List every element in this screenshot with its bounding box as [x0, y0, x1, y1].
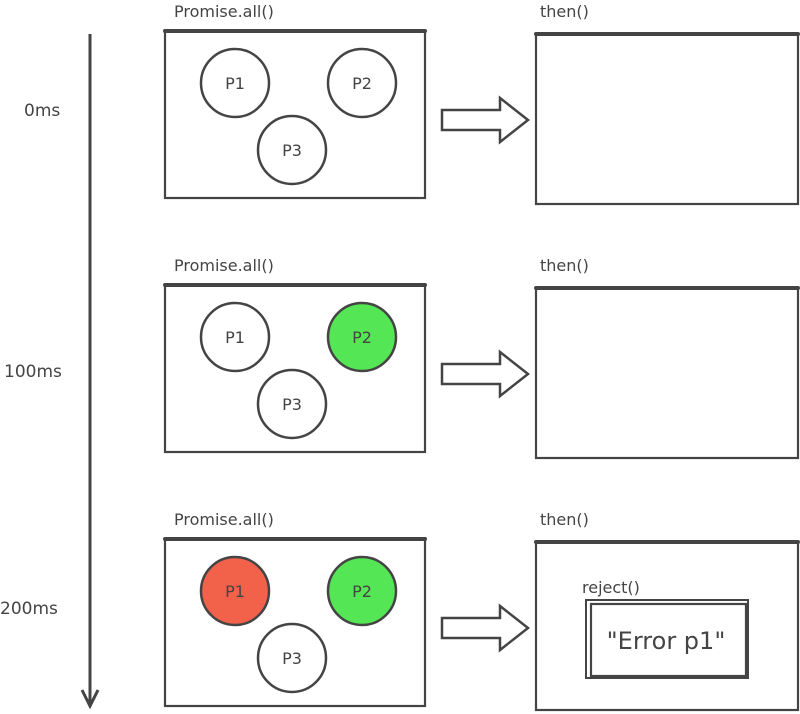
promise-p1-label: P1: [225, 328, 245, 347]
promise-p2: [326, 47, 398, 119]
promise-p3: [256, 368, 328, 440]
promise-p2: [326, 301, 398, 373]
promise-p2-label: P2: [352, 582, 372, 601]
promise-p3: [256, 622, 328, 694]
row-100ms: Promise.all() P1 P2 P3 then(): [163, 256, 800, 460]
time-label-0ms: 0ms: [24, 101, 60, 121]
then-title: then(): [540, 510, 589, 529]
error-value-box: [589, 602, 748, 678]
then-box: [534, 286, 800, 460]
promise-p3-label: P3: [282, 395, 302, 414]
promise-p3-label: P3: [282, 141, 302, 160]
then-title: then(): [540, 2, 589, 21]
promise-p1-label: P1: [225, 74, 245, 93]
error-value-frame: [585, 599, 749, 679]
promise-all-title: Promise.all(): [174, 256, 274, 275]
then-title: then(): [540, 256, 589, 275]
then-box: [534, 32, 800, 206]
promise-p3: [256, 114, 328, 186]
promise-p1-label: P1: [225, 582, 245, 601]
promise-p1: [199, 47, 271, 119]
flow-arrow: [440, 349, 531, 399]
promise-p2-label: P2: [352, 328, 372, 347]
reject-call-label: reject(): [582, 578, 640, 597]
promise-p2: [326, 555, 398, 627]
promise-p3-label: P3: [282, 649, 302, 668]
row-0ms: Promise.all() P1 P2 P3 then(): [163, 2, 800, 206]
promise-p1: [199, 301, 271, 373]
flow-arrow: [440, 95, 531, 145]
time-label-100ms: 100ms: [4, 362, 62, 382]
promise-p1: [199, 555, 271, 627]
error-value-text: "Error p1": [607, 627, 726, 655]
flow-arrow: [440, 603, 531, 653]
promise-all-title: Promise.all(): [174, 2, 274, 21]
timeline-arrowhead: [80, 689, 100, 710]
time-label-200ms: 200ms: [0, 599, 58, 619]
promise-p2-label: P2: [352, 74, 372, 93]
promise-all-title: Promise.all(): [174, 510, 274, 529]
row-200ms: Promise.all() P1 P2 P3 then() reject() "…: [163, 510, 800, 712]
